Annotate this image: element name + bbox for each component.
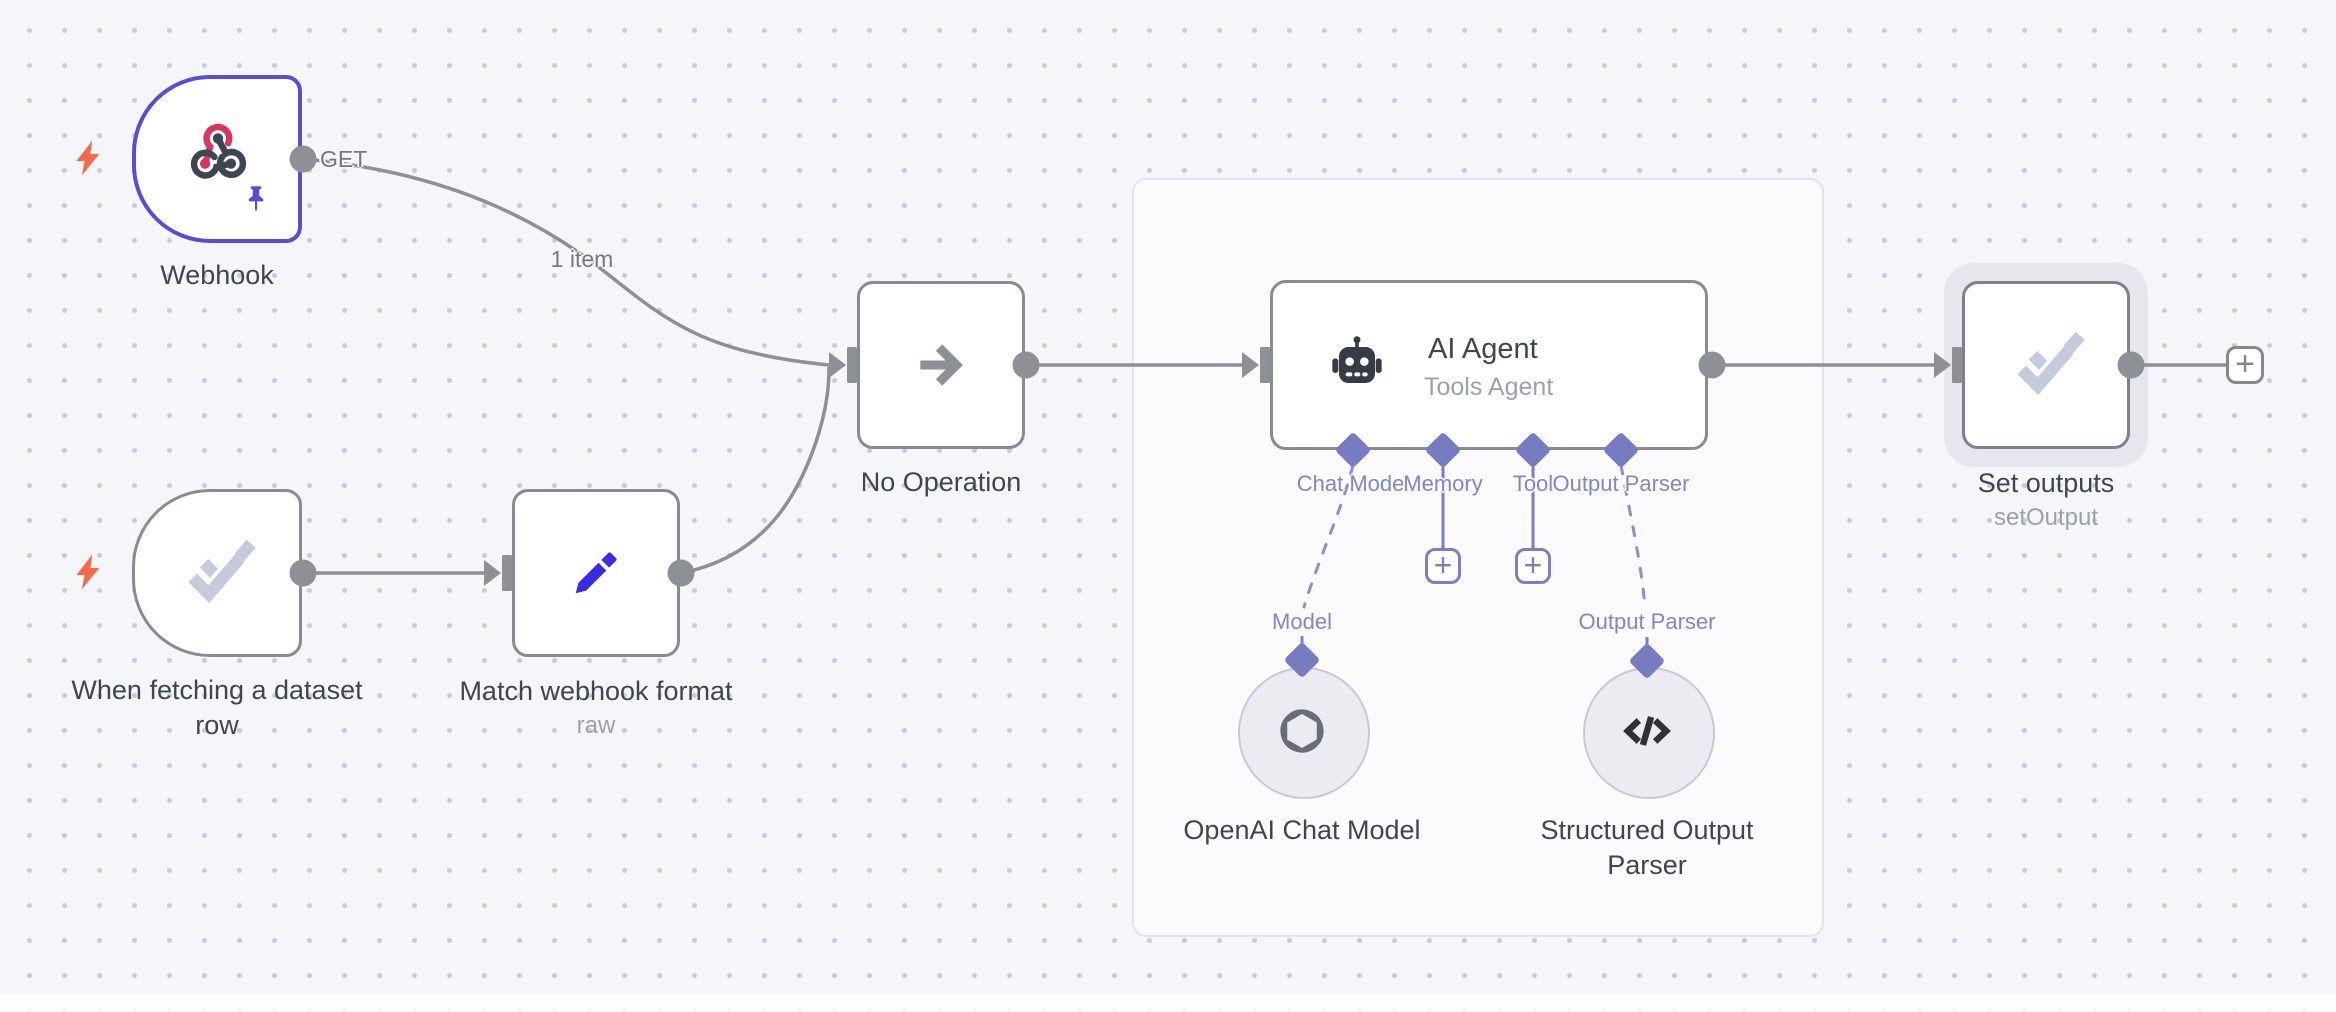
- arrow-right-icon: [910, 334, 972, 396]
- node-label-openai: OpenAI Chat Model: [1183, 815, 1421, 845]
- port-label-output-parser: Output Parser: [1552, 471, 1690, 496]
- trigger-bolt-icon: [70, 547, 108, 597]
- node-label-parser: Structured Output Parser: [1540, 815, 1754, 880]
- node-subtitle-ai-agent: Tools Agent: [1424, 373, 1554, 401]
- double-check-icon: [2007, 326, 2085, 404]
- port-label-output-parser-input: Output Parser: [1578, 609, 1716, 634]
- node-label-match: Match webhook format: [459, 676, 733, 706]
- output-port-label-get: GET: [320, 146, 368, 172]
- node-label-ai-agent: AI Agent: [1428, 333, 1538, 365]
- port-label-model: Model: [1272, 609, 1332, 634]
- node-label-noop: No Operation: [860, 467, 1022, 497]
- node-subtitle-set-outputs: setOutput: [1993, 504, 2099, 531]
- double-check-icon: [178, 534, 256, 612]
- webhook-icon: [187, 121, 249, 183]
- plus-icon: +: [1433, 546, 1453, 583]
- node-webhook[interactable]: [132, 75, 302, 243]
- openai-logo-icon: [1271, 700, 1333, 762]
- edge-item-count-label: 1 item: [550, 246, 614, 272]
- node-label-dataset-trigger: When fetching a dataset row: [71, 675, 363, 740]
- node-subtitle-match: raw: [576, 712, 616, 739]
- add-node-button[interactable]: +: [2226, 346, 2264, 384]
- canvas-edge-strip: [0, 994, 2336, 1012]
- node-label-webhook: Webhook: [160, 260, 274, 290]
- add-tool-button[interactable]: +: [1515, 548, 1551, 584]
- add-memory-button[interactable]: +: [1425, 548, 1461, 584]
- node-openai-chat-model[interactable]: [1238, 667, 1370, 799]
- trigger-bolt-icon: [70, 133, 108, 183]
- code-icon: [1619, 703, 1675, 759]
- pencil-icon: [564, 541, 628, 605]
- plus-icon: +: [1523, 546, 1543, 583]
- plus-icon: +: [2235, 344, 2255, 383]
- pin-icon: [240, 182, 272, 214]
- robot-icon: [1325, 333, 1389, 397]
- node-label-set-outputs: Set outputs: [1977, 468, 2115, 498]
